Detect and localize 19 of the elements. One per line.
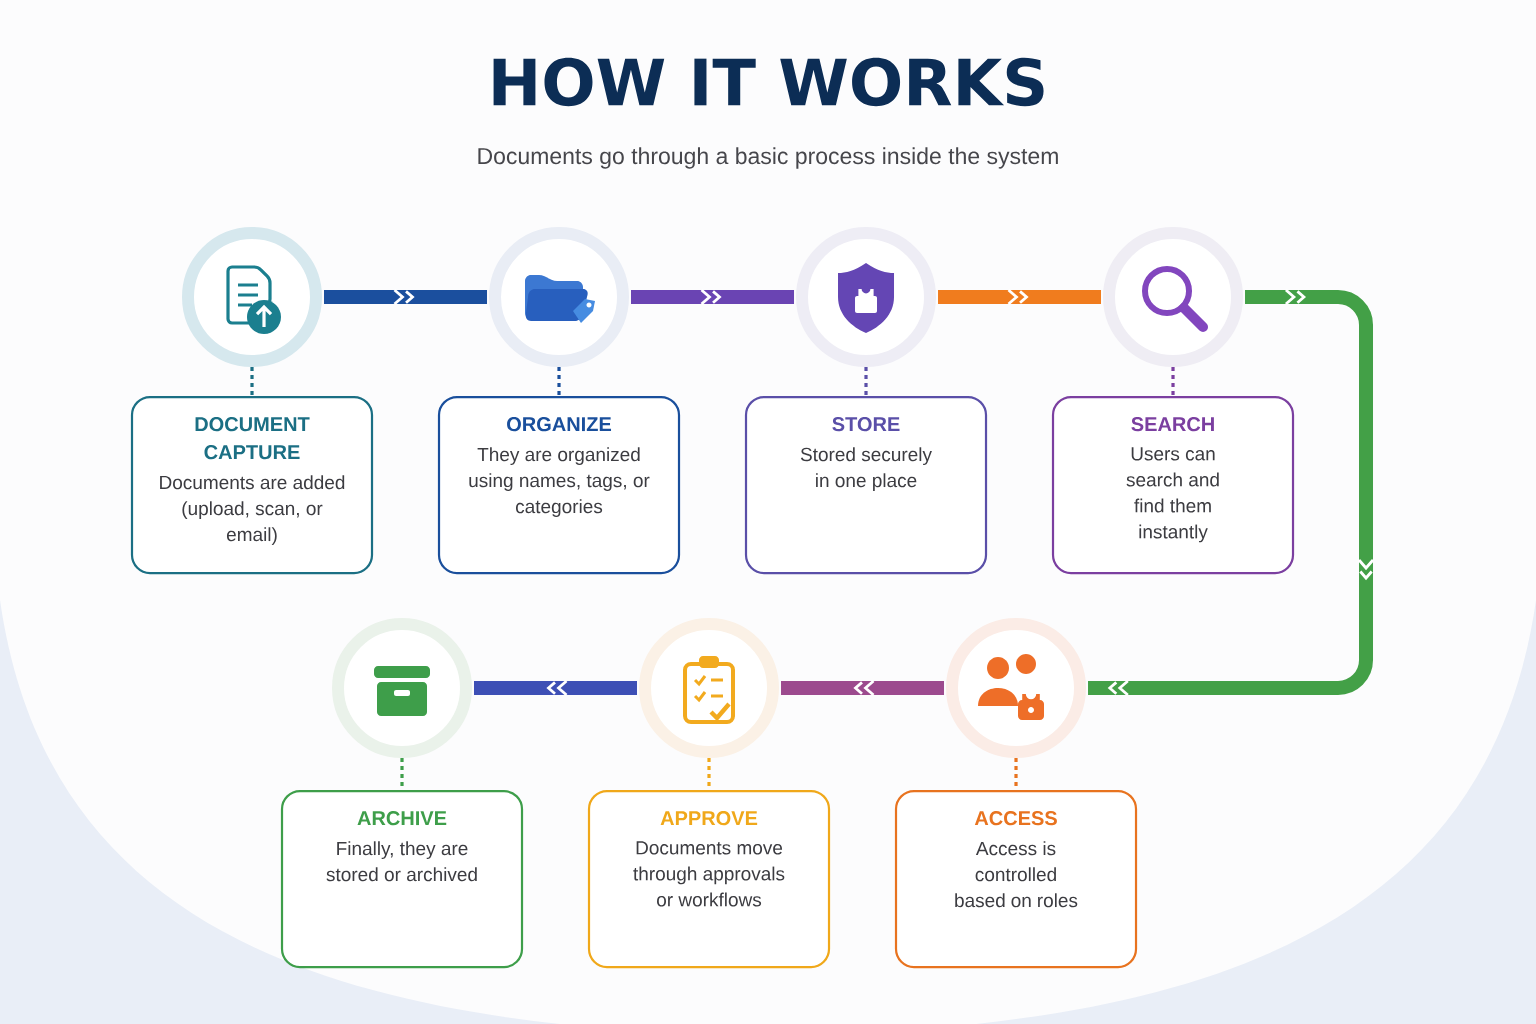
connector-arrow [938,288,1101,306]
step-card: ARCHIVE Finally, they are stored or archived [280,790,524,969]
title: HOW IT WORKS [493,57,1044,107]
leader-line [1171,367,1175,396]
connector-arrow [474,679,637,697]
step-card: ACCESS Access is controlled based on roles [894,790,1138,969]
leader-line [250,367,254,396]
step-card: SEARCH Users can search and find them instantly [1051,396,1295,575]
connector-arrow [1088,288,1375,697]
connector-arrow [781,679,944,697]
leader-line [557,367,561,396]
connector-arrow [631,288,794,306]
step-card: ORGANIZE They are organized using names, tags, or categories [437,396,681,575]
leader-line [864,367,868,396]
step-card: STORE Stored securely in one place [744,396,988,575]
connector-arrow [324,288,487,306]
step-card: DOCUMENT CAPTURE Documents are added (upload, scan, or email) [130,396,374,575]
step-card: APPROVE Documents move through approvals or workflows [587,790,831,969]
subtitle: Documents go through a basic process inside the system [478,147,1058,169]
